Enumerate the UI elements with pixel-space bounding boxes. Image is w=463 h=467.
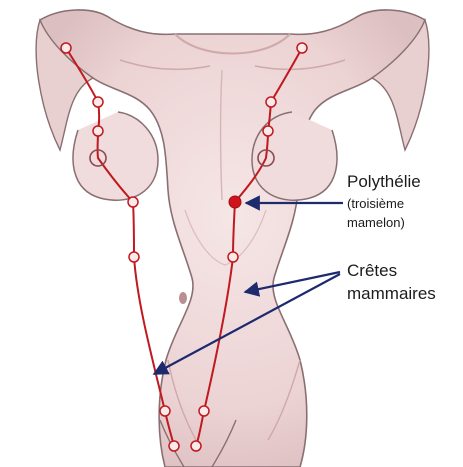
extra-nipple <box>229 196 241 208</box>
polythelie-subtitle-1: (troisième <box>347 196 404 211</box>
labels: Polythélie (troisième mamelon) Crêtes ma… <box>347 172 436 303</box>
point-left-7 <box>169 441 179 451</box>
point-right-2 <box>266 97 276 107</box>
point-right-7 <box>191 441 201 451</box>
left-breast <box>73 112 158 200</box>
point-left-6 <box>160 406 170 416</box>
point-left-3 <box>93 126 103 136</box>
point-right-1 <box>297 43 307 53</box>
right-breast <box>252 112 337 200</box>
point-right-6 <box>199 406 209 416</box>
polythelie-title: Polythélie <box>347 172 421 191</box>
navel <box>179 292 187 304</box>
cretes-label-2: mammaires <box>347 284 436 303</box>
point-left-2 <box>93 97 103 107</box>
point-left-5 <box>129 252 139 262</box>
polythelie-subtitle-2: mamelon) <box>347 215 405 230</box>
point-left-1 <box>61 43 71 53</box>
point-right-3 <box>263 126 273 136</box>
point-right-5 <box>228 252 238 262</box>
point-left-4 <box>128 197 138 207</box>
cretes-label-1: Crêtes <box>347 261 397 280</box>
